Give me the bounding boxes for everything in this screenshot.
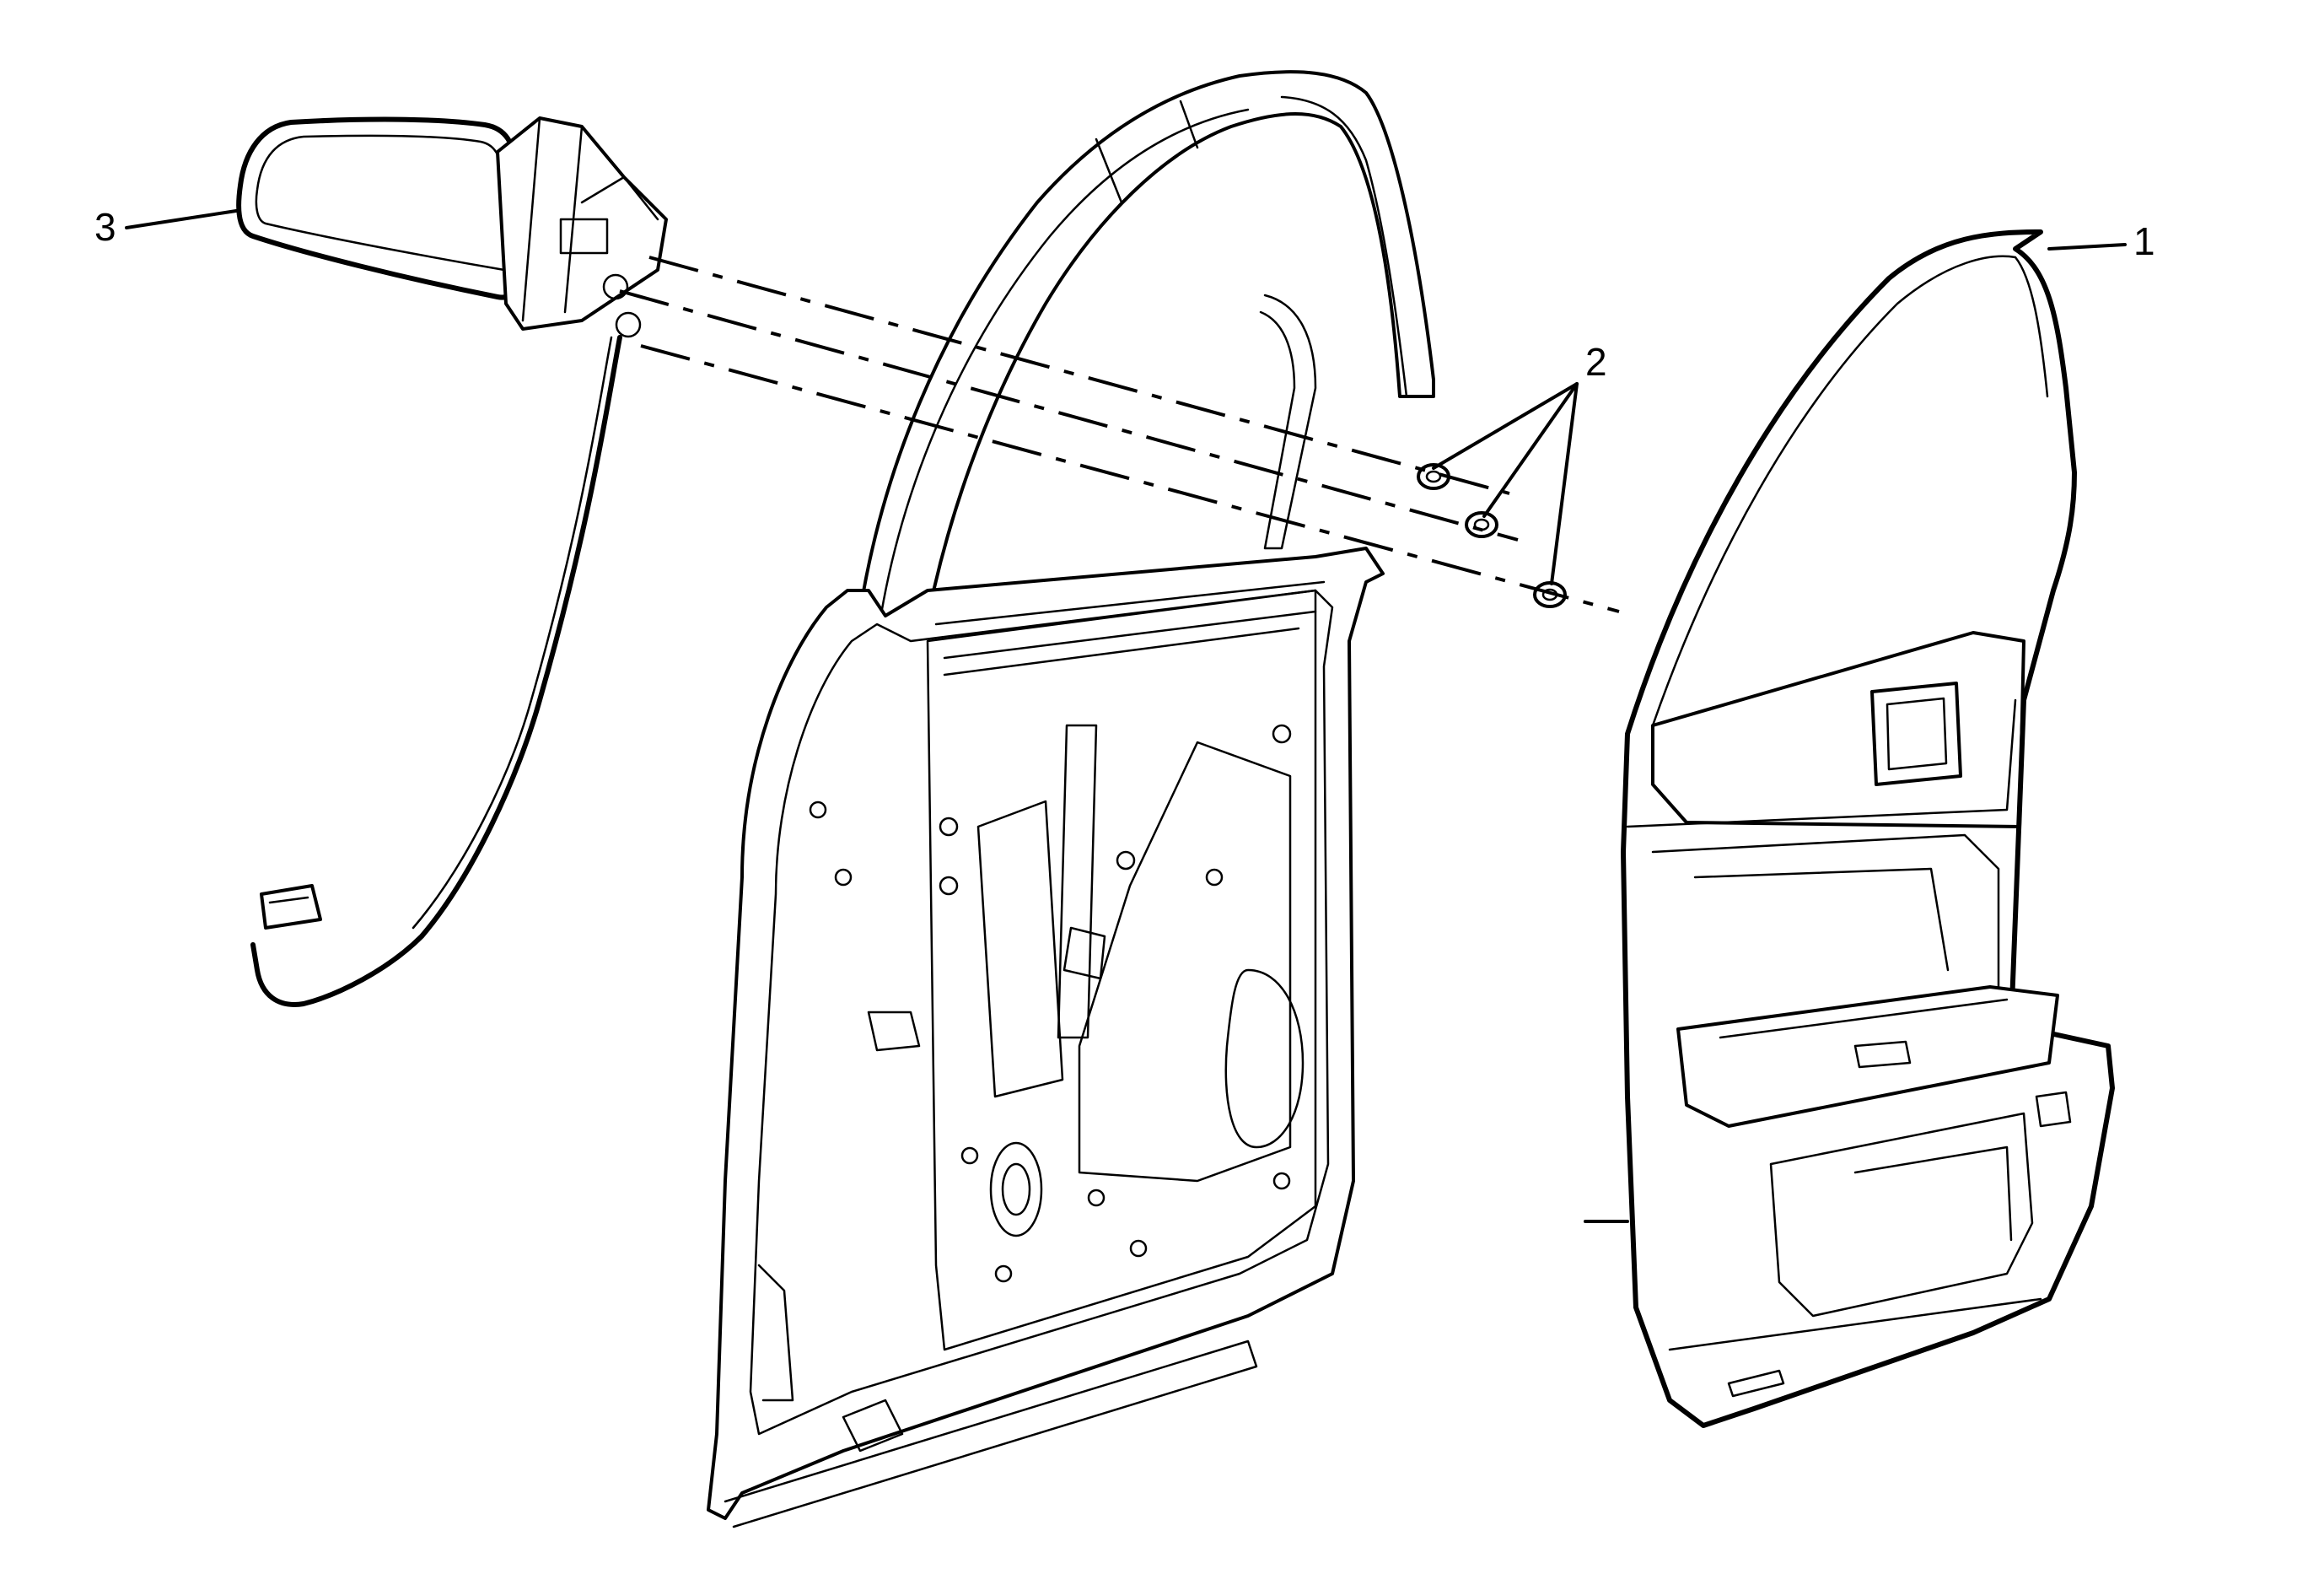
callout-3: 3: [94, 205, 238, 249]
outside-rearview-mirror: [236, 116, 668, 1007]
callout-label-1: 1: [2133, 219, 2155, 263]
door-trim-panel: [1584, 229, 2115, 1428]
door-holes: [809, 724, 1292, 1283]
callout-label-2: 2: [1585, 340, 1607, 384]
mirror-nuts: [1417, 463, 1567, 608]
callout-2: 2: [1432, 340, 1607, 585]
callout-1: 1: [2047, 219, 2155, 263]
callout-label-3: 3: [94, 205, 116, 249]
door-shell: [707, 70, 1435, 1528]
alignment-lines: [619, 256, 1620, 613]
nut-2: [1465, 511, 1498, 538]
